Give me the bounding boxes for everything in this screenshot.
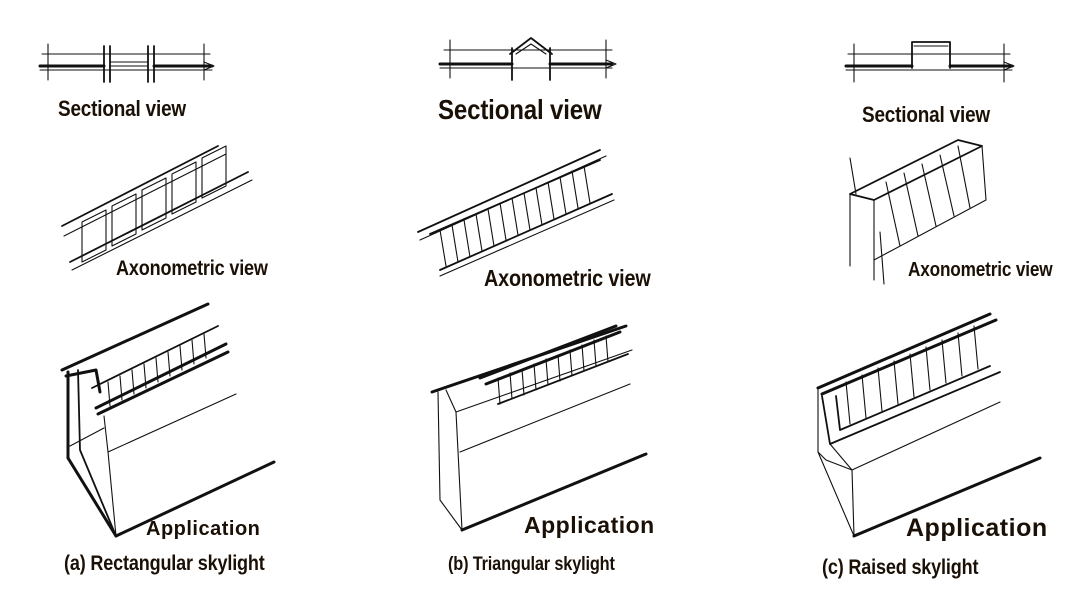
triangular-application-label: Application <box>524 512 655 538</box>
raised-application-label: Application <box>906 514 1048 542</box>
rectangular-axonometric-label: Axonometric view <box>116 257 268 280</box>
rectangular-skylight-caption: (a) Rectangular skylight <box>64 552 265 575</box>
triangular-axonometric-drawing <box>417 149 615 277</box>
triangular-axonometric-label: Axonometric view <box>484 265 651 291</box>
triangular-application-drawing <box>430 324 648 532</box>
rectangular-sectional-drawing <box>38 43 215 83</box>
raised-axonometric-label: Axonometric view <box>908 259 1053 281</box>
raised-sectional-label: Sectional view <box>862 102 990 127</box>
rectangular-sectional-label: Sectional view <box>58 96 186 121</box>
triangular-sectional-label: Sectional view <box>438 94 602 125</box>
raised-sectional-drawing <box>844 41 1015 83</box>
raised-application-drawing <box>816 312 1042 538</box>
rectangular-application-label: Application <box>146 518 261 540</box>
triangular-sectional-drawing <box>438 37 617 81</box>
rectangular-application-drawing <box>60 302 276 538</box>
rectangular-axonometric-drawing <box>61 145 253 271</box>
raised-axonometric-drawing <box>849 139 987 285</box>
triangular-skylight-caption: (b) Triangular skylight <box>448 554 615 575</box>
raised-skylight-caption: (c) Raised skylight <box>822 556 979 579</box>
